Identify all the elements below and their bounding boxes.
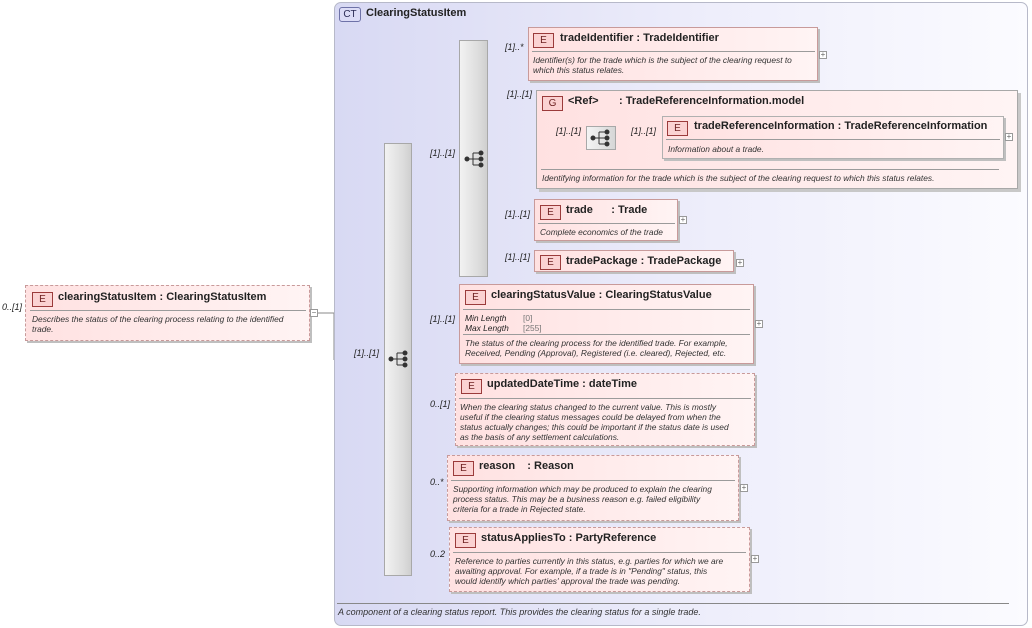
root-element-title: clearingStatusItem : ClearingStatusItem xyxy=(58,291,267,303)
updated-date-time-node[interactable]: E updatedDateTime : dateTime When the cl… xyxy=(455,373,755,446)
element-badge: E xyxy=(455,533,476,548)
status-applies-to-doc: Reference to parties currently in this s… xyxy=(455,556,724,586)
trade-package-node[interactable]: E tradePackage : TradePackage xyxy=(534,250,734,272)
element-badge: E xyxy=(540,205,561,220)
separator xyxy=(541,169,999,170)
sequence-icon xyxy=(464,150,484,168)
root-element-doc: Describes the status of the clearing pro… xyxy=(32,314,284,334)
element-badge: E xyxy=(453,461,474,476)
inner-sequence-cardinality: [1]..[1] xyxy=(430,148,456,158)
clearing-status-value-cardinality: [1]..[1] xyxy=(430,314,456,324)
trade-identifier-node[interactable]: E tradeIdentifier : TradeIdentifier Iden… xyxy=(528,27,818,81)
separator xyxy=(459,398,751,399)
separator xyxy=(532,51,815,52)
clearing-status-value-doc: The status of the clearing process for t… xyxy=(465,338,728,358)
trade-identifier-doc: Identifier(s) for the trade which is the… xyxy=(533,55,792,75)
status-applies-to-title: statusAppliesTo : PartyReference xyxy=(481,532,657,544)
root-cardinality: 0..[1] xyxy=(2,302,23,312)
separator xyxy=(666,139,1000,140)
separator xyxy=(453,552,746,553)
sequence-icon xyxy=(388,350,408,368)
expand-toggle[interactable]: + xyxy=(736,258,744,267)
element-badge: E xyxy=(465,290,486,305)
element-badge: E xyxy=(667,121,688,136)
trade-reference-information-title: tradeReferenceInformation : TradeReferen… xyxy=(694,120,988,132)
trade-node[interactable]: E trade : Trade Complete economics of th… xyxy=(534,199,678,241)
complex-type-doc-separator xyxy=(337,603,1009,604)
expand-toggle[interactable]: + xyxy=(1005,132,1013,141)
complex-type-title: ClearingStatusItem xyxy=(366,7,467,19)
trade-package-cardinality: [1]..[1] xyxy=(505,252,531,262)
updated-date-time-cardinality: 0..[1] xyxy=(430,399,451,409)
separator xyxy=(30,310,306,311)
separator xyxy=(463,334,750,335)
trade-reference-information-node[interactable]: E tradeReferenceInformation : TradeRefer… xyxy=(662,116,1004,159)
trade-package-title: tradePackage : TradePackage xyxy=(566,255,722,267)
element-badge: E xyxy=(540,255,561,270)
trade-reference-information-doc: Information about a trade. xyxy=(668,144,764,154)
facet-label: Max Length xyxy=(465,323,509,333)
trade-title: trade : Trade xyxy=(566,204,648,216)
reason-node[interactable]: E reason : Reason Supporting information… xyxy=(447,455,739,521)
expand-toggle[interactable]: + xyxy=(751,554,759,563)
element-badge: E xyxy=(32,292,53,307)
trade-cardinality: [1]..[1] xyxy=(505,209,531,219)
status-applies-to-cardinality: 0..2 xyxy=(430,549,446,559)
expand-toggle[interactable]: + xyxy=(819,50,827,59)
updated-date-time-title: updatedDateTime : dateTime xyxy=(487,378,637,390)
group-model-title: : TradeReferenceInformation.model xyxy=(619,95,805,107)
root-element-node[interactable]: E clearingStatusItem : ClearingStatusIte… xyxy=(25,285,310,341)
complex-type-documentation: A component of a clearing status report.… xyxy=(338,607,701,617)
complex-type-badge: CT xyxy=(339,7,361,22)
facet-value: [0] xyxy=(523,313,533,323)
facet-value: [255] xyxy=(523,323,542,333)
group-sequence-cardinality: [1]..[1] xyxy=(556,126,582,136)
trade-reference-information-cardinality: [1]..[1] xyxy=(631,126,657,136)
separator xyxy=(538,223,675,224)
sequence-icon xyxy=(590,129,610,147)
separator xyxy=(463,309,750,310)
clearing-status-value-node[interactable]: E clearingStatusValue : ClearingStatusVa… xyxy=(459,284,754,364)
group-badge: G xyxy=(542,96,563,111)
status-applies-to-node[interactable]: E statusAppliesTo : PartyReference Refer… xyxy=(449,527,750,592)
facet-label: Min Length xyxy=(465,313,507,323)
trade-identifier-cardinality: [1]..* xyxy=(505,42,524,52)
expand-toggle[interactable]: + xyxy=(679,215,687,224)
group-ref-label: <Ref> xyxy=(568,95,599,107)
element-badge: E xyxy=(533,33,554,48)
trade-reference-group-doc: Identifying information for the trade wh… xyxy=(542,173,935,183)
element-badge: E xyxy=(461,379,482,394)
reason-cardinality: 0..* xyxy=(430,477,444,487)
main-sequence-cardinality: [1]..[1] xyxy=(354,348,380,358)
clearing-status-value-title: clearingStatusValue : ClearingStatusValu… xyxy=(491,289,712,301)
reason-title: reason : Reason xyxy=(479,460,574,472)
trade-doc: Complete economics of the trade xyxy=(540,227,663,237)
updated-date-time-doc: When the clearing status changed to the … xyxy=(460,402,729,442)
collapse-toggle[interactable]: − xyxy=(310,308,318,317)
trade-reference-group-cardinality: [1]..[1] xyxy=(507,89,533,99)
expand-toggle[interactable]: + xyxy=(755,319,763,328)
expand-toggle[interactable]: + xyxy=(740,483,748,492)
separator xyxy=(451,480,735,481)
trade-identifier-title: tradeIdentifier : TradeIdentifier xyxy=(560,32,719,44)
reason-doc: Supporting information which may be prod… xyxy=(453,484,712,514)
